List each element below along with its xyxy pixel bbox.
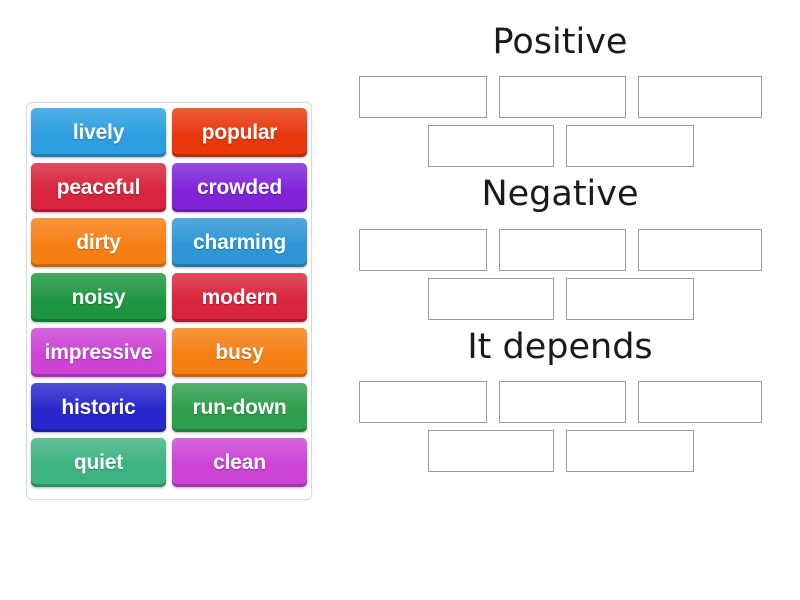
word-tile-label: run-down <box>192 396 287 419</box>
word-tile-label: historic <box>61 396 136 419</box>
word-tile-label: modern <box>201 286 278 309</box>
word-tile[interactable]: historic <box>31 383 166 432</box>
word-tile-label: peaceful <box>56 176 141 199</box>
drop-zone-row <box>342 277 780 320</box>
drop-zone[interactable] <box>428 125 554 168</box>
word-tile[interactable]: impressive <box>31 328 166 377</box>
word-tile-bank: lively popular peaceful crowded dirty charmin… <box>26 102 312 500</box>
word-tile-label: charming <box>193 231 286 254</box>
word-tile-label: crowded <box>197 176 282 199</box>
drop-zone-row <box>342 429 780 472</box>
drop-zone[interactable] <box>637 76 762 119</box>
word-tile[interactable]: noisy <box>31 273 166 322</box>
drop-zone[interactable] <box>637 380 762 423</box>
drop-zone[interactable] <box>498 76 626 119</box>
drop-zone[interactable] <box>637 228 762 271</box>
drop-zone-row <box>340 228 780 271</box>
word-tile[interactable]: popular <box>172 108 307 157</box>
word-tile[interactable]: run-down <box>172 383 307 432</box>
drop-zone-row <box>340 380 780 423</box>
word-tile-label: clean <box>213 451 266 474</box>
word-tile[interactable]: quiet <box>31 438 166 487</box>
word-tile[interactable]: dirty <box>31 218 166 267</box>
category-it-depends: It depends <box>340 327 780 472</box>
word-tile-label: quiet <box>73 451 124 474</box>
word-tile-label: noisy <box>71 286 126 309</box>
drop-zone-row <box>340 76 780 119</box>
category-negative: Negative <box>340 174 780 320</box>
word-tile[interactable]: charming <box>172 218 307 267</box>
word-tile[interactable]: lively <box>31 108 166 157</box>
category-title: Positive <box>492 22 628 62</box>
word-tile[interactable]: modern <box>172 273 307 322</box>
drop-zone[interactable] <box>498 380 626 423</box>
drop-zone-row <box>342 125 780 168</box>
drop-zone[interactable] <box>566 125 694 168</box>
drop-zone[interactable] <box>428 277 554 320</box>
word-tile-label: popular <box>201 121 278 144</box>
word-tile[interactable]: busy <box>172 328 307 377</box>
category-positive: Positive <box>340 22 780 168</box>
word-tile-label: lively <box>72 121 125 144</box>
word-tile-label: impressive <box>44 341 153 364</box>
drop-zone[interactable] <box>358 228 487 271</box>
drop-zone[interactable] <box>428 429 554 472</box>
word-tile[interactable]: peaceful <box>31 163 166 212</box>
word-tile[interactable]: clean <box>172 438 307 487</box>
drop-zone[interactable] <box>566 429 694 472</box>
drop-zone[interactable] <box>358 76 487 119</box>
category-title: Negative <box>481 174 639 215</box>
word-tile-label: busy <box>215 341 264 364</box>
drop-zone[interactable] <box>498 228 626 271</box>
word-tile[interactable]: crowded <box>172 163 307 212</box>
word-tile-label: dirty <box>76 231 121 254</box>
drop-zone[interactable] <box>566 277 694 320</box>
word-tile-grid: lively popular peaceful crowded dirty charmin… <box>31 108 307 487</box>
drop-zone[interactable] <box>358 380 487 423</box>
category-title: It depends <box>467 326 653 367</box>
